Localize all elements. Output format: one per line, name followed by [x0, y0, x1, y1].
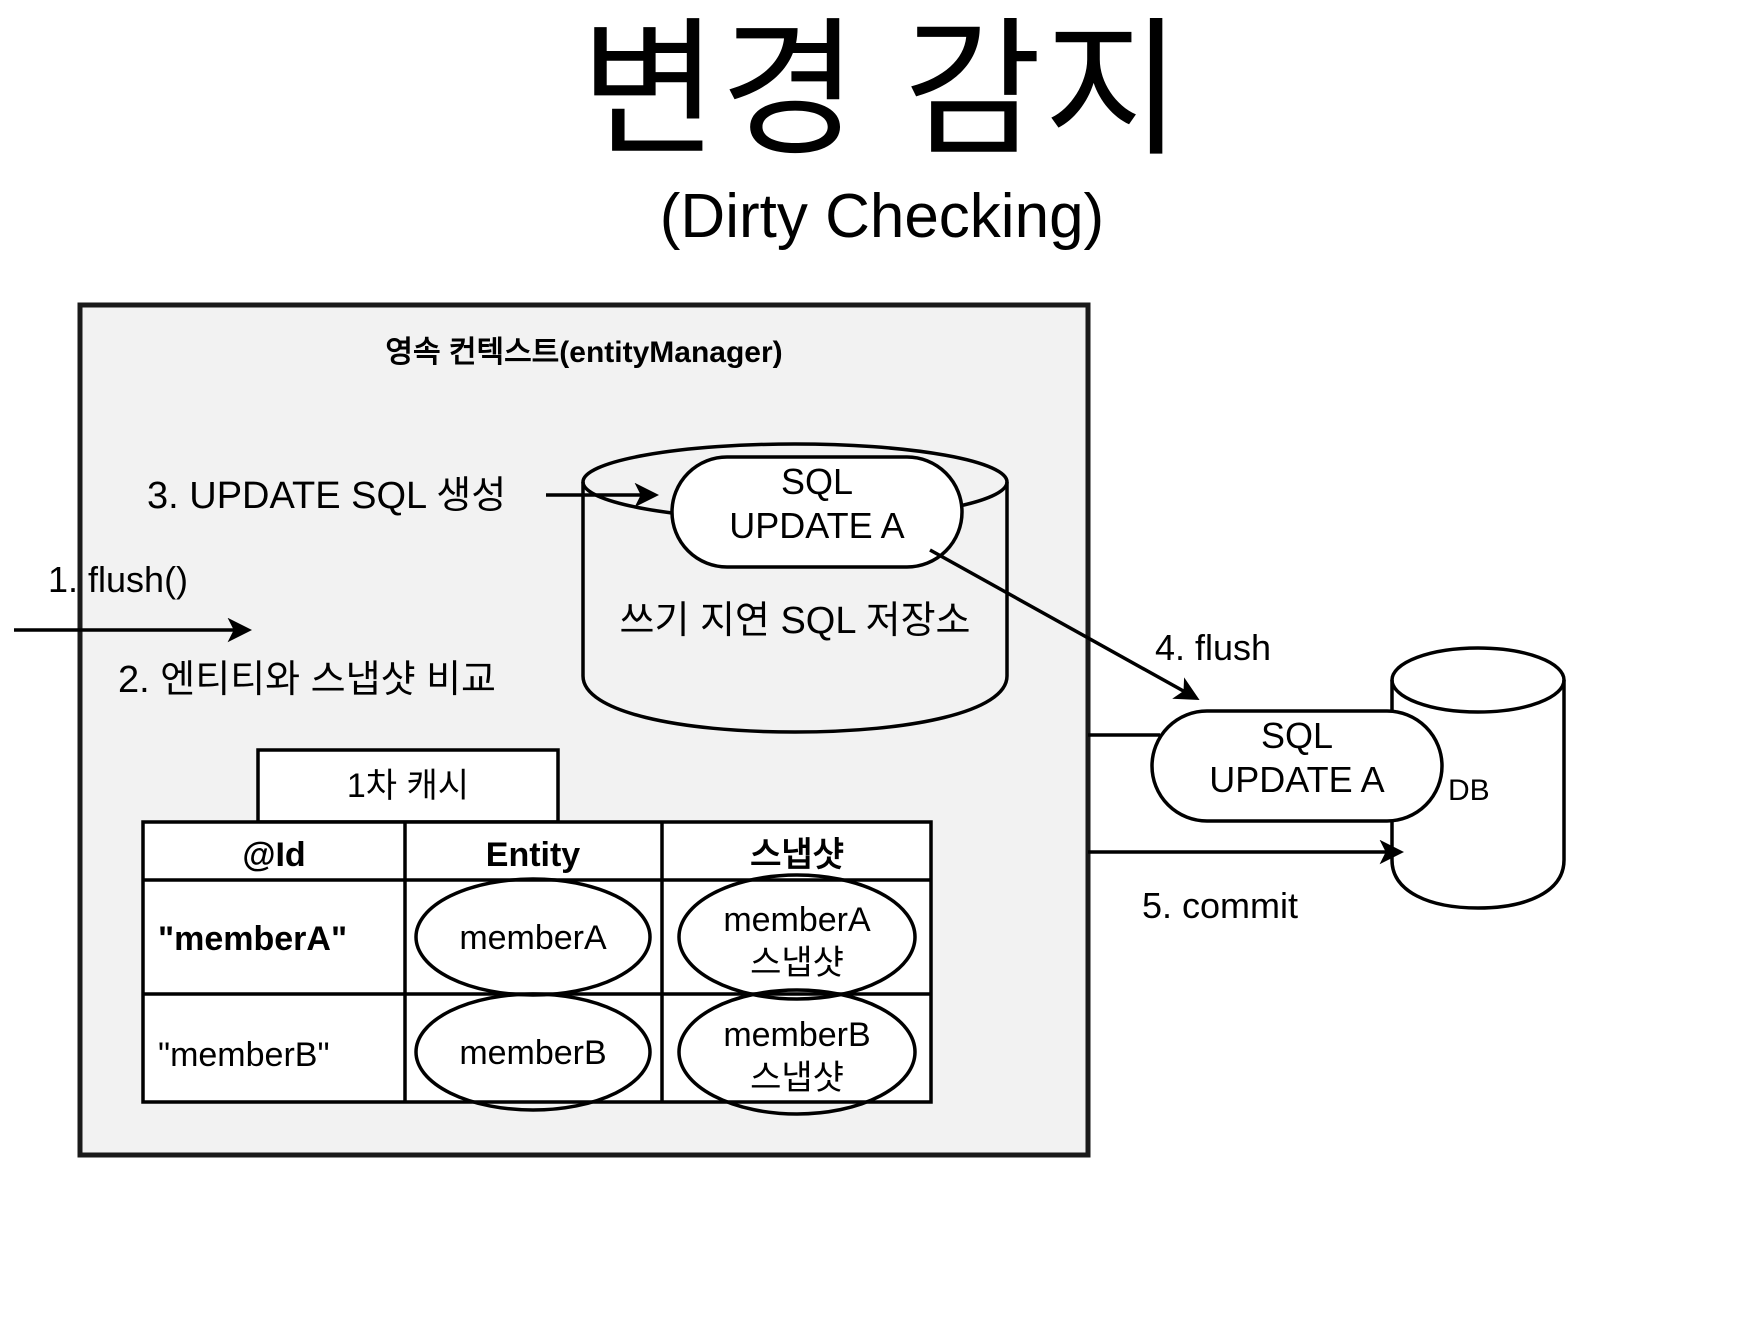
cell-snapshot-line1: memberA [723, 901, 871, 939]
cell-snapshot-line2: 스냅샷 [750, 944, 844, 982]
snapshot-oval [677, 988, 917, 1116]
table-row: "memberA" memberA memberA 스냅샷 [158, 873, 917, 1001]
sql-pill-line1: SQL [781, 461, 853, 502]
sql-update-a-pill-store: SQL UPDATE A [670, 455, 964, 569]
cell-entity: memberB [459, 1034, 606, 1072]
write-behind-sql-store: 쓰기 지연 SQL 저장소 [581, 442, 1009, 734]
table-header-entity: Entity [486, 836, 581, 874]
page-title: 변경 감지 [580, 6, 1184, 174]
sql-pill-line2: UPDATE A [729, 505, 904, 546]
title-block: 변경 감지 (Dirty Checking) [0, 0, 1764, 248]
db-sql-pill-line1: SQL [1261, 715, 1333, 756]
cell-id: "memberA" [158, 920, 347, 958]
step-3-label: 3. UPDATE SQL 생성 [147, 475, 506, 517]
sql-update-a-pill-db: SQL UPDATE A [1150, 709, 1444, 823]
dirty-checking-diagram: 영속 컨텍스트(entityManager) 쓰기 지연 SQL 저장소 SQL… [0, 280, 1764, 1342]
db-sql-pill-line2: UPDATE A [1209, 759, 1384, 800]
step-5-label: 5. commit [1142, 885, 1298, 926]
table-header-snapshot: 스냅샷 [750, 836, 844, 874]
cell-snapshot-line1: memberB [723, 1016, 870, 1054]
sql-store-caption: 쓰기 지연 SQL 저장소 [619, 600, 970, 642]
step-2-label: 2. 엔티티와 스냅샷 비교 [118, 659, 496, 701]
persistence-context-label: 영속 컨텍스트(entityManager) [385, 336, 782, 369]
step-1-label: 1. flush() [48, 559, 188, 600]
first-level-cache-table: @Id Entity 스냅샷 "memberA" memberA memberA… [141, 820, 933, 1116]
database-cylinder: DB [1390, 646, 1566, 910]
table-header-id: @Id [242, 836, 305, 874]
page-subtitle: (Dirty Checking) [659, 182, 1105, 251]
entity-oval [414, 992, 652, 1112]
first-level-cache-tab: 1차 캐시 [256, 748, 560, 824]
cell-entity: memberA [459, 919, 607, 957]
snapshot-oval [677, 873, 917, 1001]
cell-snapshot-line2: 스냅샷 [750, 1059, 844, 1097]
step-4-arrow [929, 548, 1200, 700]
db-label: DB [1448, 774, 1490, 807]
table-row: "memberB" memberB memberB 스냅샷 [158, 988, 917, 1116]
cell-id: "memberB" [158, 1036, 330, 1074]
step-4-label: 4. flush [1155, 627, 1271, 668]
first-level-cache-label: 1차 캐시 [347, 767, 469, 805]
